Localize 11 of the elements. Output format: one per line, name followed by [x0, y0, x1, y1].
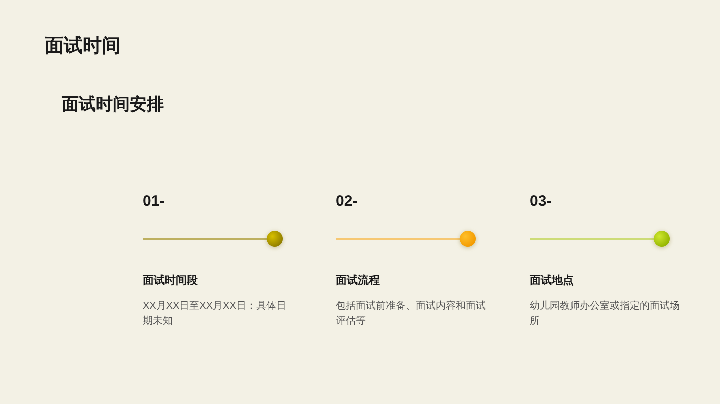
step-number: 03-: [530, 193, 552, 210]
step-number: 02-: [336, 193, 358, 210]
step-description: 幼儿园教师办公室或指定的面试场所: [530, 300, 680, 329]
step-heading: 面试流程: [336, 274, 380, 288]
step-description: 包括面试前准备、面试内容和面试评估等: [336, 300, 486, 329]
step-heading: 面试时间段: [143, 274, 198, 288]
step-heading: 面试地点: [530, 274, 574, 288]
title: 面试时间: [45, 35, 121, 59]
subtitle: 面试时间安排: [62, 94, 164, 116]
step-number: 01-: [143, 193, 165, 210]
step-description: XX月XX日至XX月XX日：具体日期未知: [143, 300, 288, 329]
